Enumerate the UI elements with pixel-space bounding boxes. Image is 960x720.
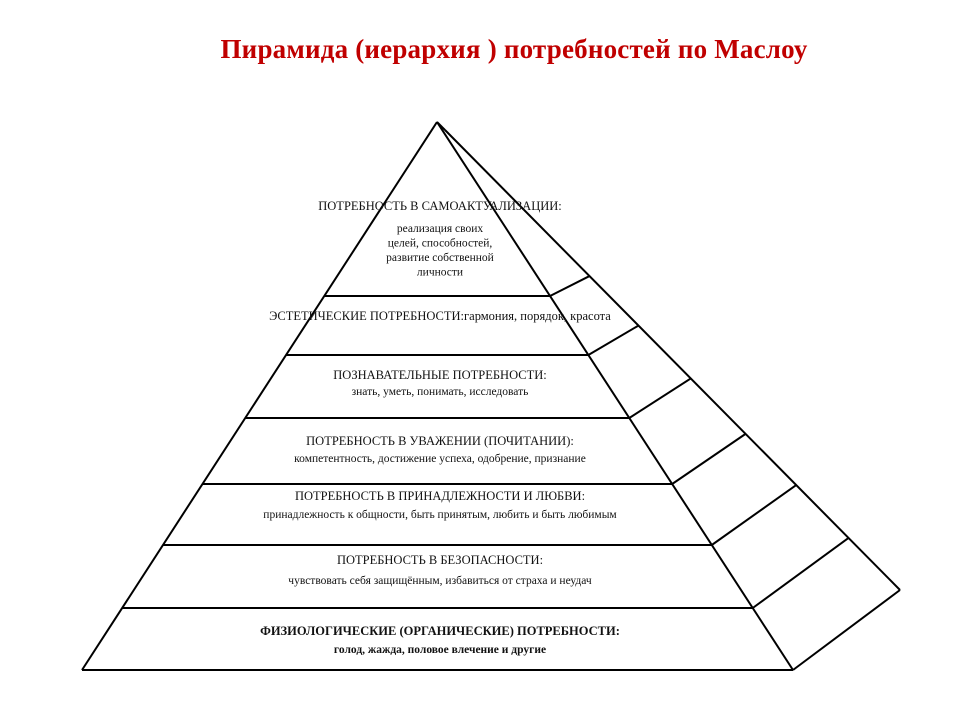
level-4-heading: ПОТРЕБНОСТЬ В УВАЖЕНИИ (ПОЧИТАНИИ): [306,434,574,448]
slide-title: Пирамида (иерархия ) потребностей по Мас… [220,34,808,64]
level-1-description: личности [417,267,463,279]
level-6-heading: ПОТРЕБНОСТЬ В БЕЗОПАСНОСТИ: [337,553,543,567]
level-5-description: принадлежность к общности, быть принятым… [263,509,617,521]
side-divider-3 [628,377,692,419]
side-divider-1 [549,275,590,297]
level-2-heading: ЭСТЕТИЧЕСКИЕ ПОТРЕБНОСТИ:гармония, поряд… [269,309,611,323]
pyramid-back-edge [444,129,901,591]
level-3-heading: ПОЗНАВАТЕЛЬНЫЕ ПОТРЕБНОСТИ: [333,368,546,382]
level-4-description: компетентность, достижение успеха, одобр… [294,453,586,465]
level-1-heading: ПОТРЕБНОСТЬ В САМОАКТУАЛИЗАЦИИ: [318,199,562,213]
pyramid-apex-tip [436,121,446,131]
level-1-description: целей, способностей, [388,238,493,250]
level-7-heading: ФИЗИОЛОГИЧЕСКИЕ (ОРГАНИЧЕСКИЕ) ПОТРЕБНОС… [260,624,620,638]
level-5-heading: ПОТРЕБНОСТЬ В ПРИНАДЛЕЖНОСТИ И ЛЮБВИ: [295,489,585,503]
level-3-description: знать, уметь, понимать, исследовать [352,386,529,398]
side-divider-5 [711,484,797,546]
pyramid-left-edge [81,121,438,671]
pyramid-front-right-edge [436,121,794,671]
side-divider-2 [587,324,639,356]
level-6-description: чувствовать себя защищённым, избавиться … [288,575,592,587]
level-1-description: реализация своих [397,223,484,235]
side-divider-6 [752,537,850,609]
side-divider-4 [671,433,747,485]
level-1-description: развитие собственной [386,252,494,264]
level-7-description: голод, жажда, половое влечение и другие [334,644,546,656]
pyramid-side-base-line [792,589,901,671]
